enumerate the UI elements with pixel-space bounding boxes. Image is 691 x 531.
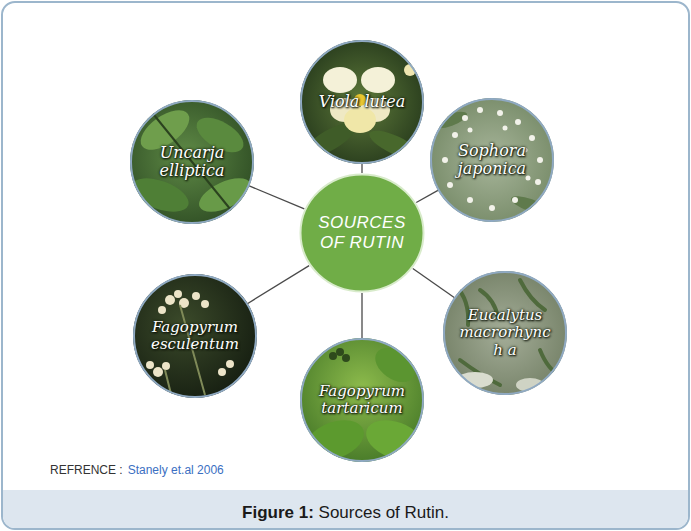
source-photo-circle: Uncarja elliptica [130,100,254,224]
reference-note: REFRENCE : Stanely et.al 2006 [50,463,229,477]
hub-shape [301,175,424,292]
species-name: Fagopyrum esculentum [143,319,247,354]
text-holder: Sophora japonica [430,98,554,222]
species-name: Sophora japonica [446,142,538,179]
source-photo-circle: Viola lutea [300,40,424,164]
reference-tag: REFRENCE : [50,463,123,477]
figure-caption: Figure 1: Sources of Rutin. [242,503,449,522]
species-name: Uncarja elliptica [146,144,238,181]
reference-citation: Stanely et.al 2006 [128,463,224,477]
spoke-line [361,164,362,173]
photo-border [301,339,423,461]
photo-border [131,101,253,223]
spoke-line [413,269,454,298]
caption-number: Figure 1: [242,503,314,522]
hub-circle: SOURCES OF RUTIN [299,173,425,293]
photo-border [301,41,423,163]
text-holder: SOURCES OF RUTIN [299,173,425,293]
caption-body: Sources of Rutin. [314,503,449,522]
text-holder: Fagopyrum tartaricum [300,338,424,462]
hub-label: SOURCES OF RUTIN [314,213,410,252]
source-photo-circle: Fagopyrum tartaricum [300,338,424,462]
photo-border [431,99,553,221]
species-name: Fagopyrum tartaricum [310,383,414,418]
spoke-line [249,186,304,209]
spoke-line [361,293,362,338]
species-name: Eucalytus macrorhynch a [455,307,555,359]
source-photo-circle: Sophora japonica [430,98,554,222]
text-holder: Viola lutea [300,40,424,164]
spoke-line [416,190,438,202]
text-holder: Uncarja elliptica [130,100,254,224]
species-name: Viola lutea [316,93,408,111]
source-photo-circle: Fagopyrum esculentum [133,274,257,398]
text-holder: Eucalytus macrorhynch a [443,271,567,395]
text-holder: Fagopyrum esculentum [133,274,257,398]
spoke-line [248,266,309,304]
source-photo-circle: Eucalytus macrorhynch a [443,271,567,395]
figure-caption-holder: Figure 1: Sources of Rutin. [0,503,691,523]
photo-border [444,272,566,394]
photo-border [134,275,256,397]
